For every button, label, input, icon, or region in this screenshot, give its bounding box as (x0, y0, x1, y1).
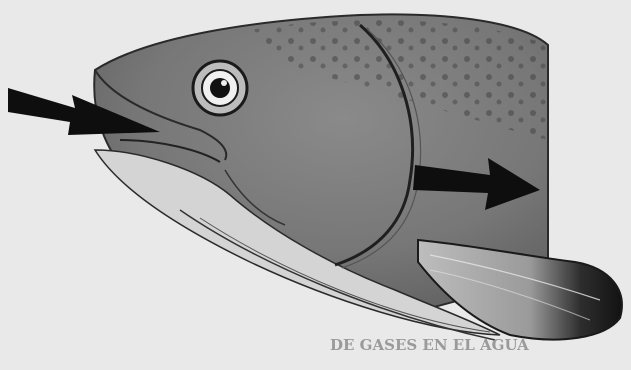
caption-text: DE GASES EN EL AGUA (330, 336, 529, 354)
eye (193, 61, 247, 115)
